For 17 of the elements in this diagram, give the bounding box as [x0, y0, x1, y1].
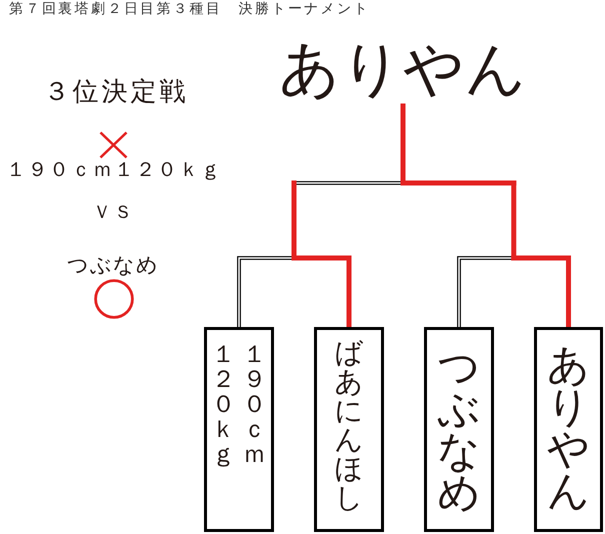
- player-name: １９０ｃｍ１２０ｋｇ: [210, 342, 268, 467]
- name-card: [314, 327, 384, 532]
- name-card: [534, 327, 603, 532]
- page-title: 第７回裏塔劇２日目第３種目 決勝トーナメント: [9, 1, 370, 18]
- player-name: つぶなめ: [67, 253, 159, 278]
- bracket-line: [457, 256, 514, 327]
- name-card: [424, 327, 494, 532]
- bracket-line: [237, 256, 294, 327]
- player-name: １９０ｃｍ１２０ｋｇ: [6, 157, 222, 181]
- versus-label: ＶＳ: [93, 202, 135, 224]
- winner-name: ありやん: [279, 32, 527, 106]
- player-name: ばあにんほし: [334, 338, 364, 512]
- name-card: [204, 327, 274, 532]
- player-name: つぶなめ: [436, 346, 482, 514]
- player-name: ありやん: [546, 344, 591, 512]
- bracket-line: [294, 181, 403, 185]
- match-heading: ３位決定戦: [44, 77, 188, 108]
